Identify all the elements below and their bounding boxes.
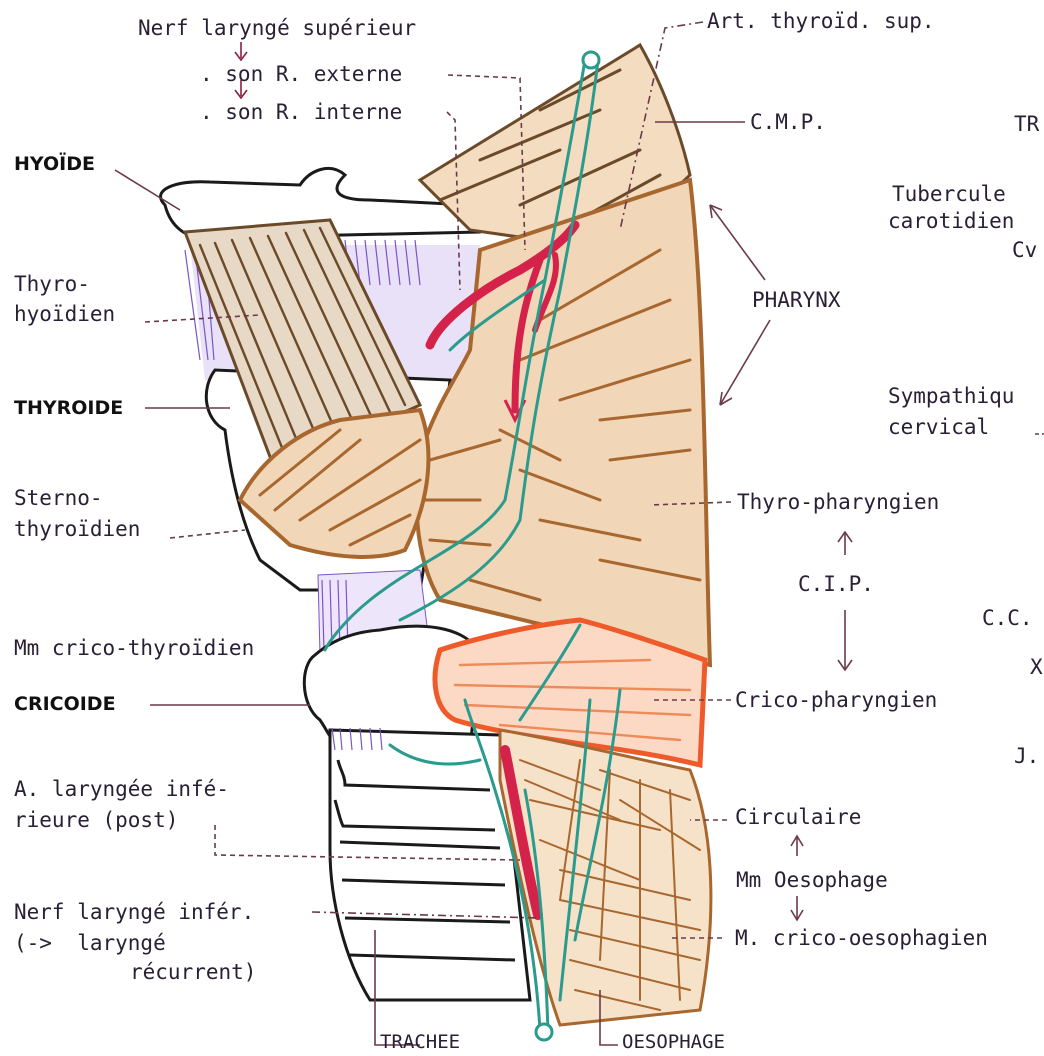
label-cmp: C.M.P. — [750, 110, 826, 134]
label-tubercule: Tubercule — [892, 182, 1006, 206]
label-thyro: Thyro- — [14, 272, 90, 296]
label-son-r-externe: . son R. externe — [200, 62, 402, 86]
label-recurrent: récurrent) — [130, 960, 256, 984]
label-cv: Cv — [1012, 238, 1037, 262]
label-nerf-laryng-infer: Nerf laryngé infér. — [14, 900, 254, 924]
label-sterno: Sterno- — [14, 486, 103, 510]
label-cip: C.I.P. — [798, 572, 874, 596]
label-cc: C.C. — [982, 606, 1033, 630]
label-oesophage: OESOPHAGE — [622, 1030, 725, 1054]
label-hyoidien: hyoïdien — [14, 302, 115, 326]
label-nerf-laryng-sup: Nerf laryngé supérieur — [138, 16, 416, 40]
label-a-laryngee-2: rieure (post) — [14, 808, 178, 832]
label-laryng-arrow: (-> laryngé — [14, 931, 166, 955]
label-cricoide: CRICOIDE — [14, 692, 116, 716]
label-tr-cut: TR — [1014, 112, 1039, 136]
label-trachee: TRACHEE — [380, 1030, 460, 1054]
label-pharynx: PHARYNX — [752, 288, 841, 312]
label-hyoide: HYOÏDE — [14, 152, 95, 176]
label-circulaire: Circulaire — [735, 805, 861, 829]
nerve-cut-end-top — [583, 52, 599, 68]
cip-arrows — [838, 532, 852, 670]
label-cervical: cervical — [888, 415, 989, 439]
label-mm-oesophage: Mm Oesophage — [736, 868, 888, 892]
label-thyroidien: thyroïdien — [14, 517, 140, 541]
label-thyro-pharyngien: Thyro-pharyngien — [737, 490, 939, 514]
label-carotidien: carotidien — [888, 209, 1014, 233]
label-a-laryngee-1: A. laryngée infé- — [14, 777, 229, 801]
label-thyroide: THYROIDE — [14, 396, 123, 420]
label-crico-pharyngien: Crico-pharyngien — [735, 688, 937, 712]
label-sympathique: Sympathiqu — [888, 384, 1014, 408]
label-m-crico-oesophagien: M. crico-oesophagien — [735, 926, 988, 950]
label-art-thyroid-sup: Art. thyroïd. sup. — [707, 9, 935, 33]
label-j: J. — [1014, 744, 1039, 768]
label-x: X — [1030, 655, 1043, 679]
nerve-cut-end-bottom — [536, 1024, 552, 1040]
label-mm-crico-thyroidien: Mm crico-thyroïdien — [14, 636, 254, 660]
label-son-r-interne: . son R. interne — [200, 100, 402, 124]
